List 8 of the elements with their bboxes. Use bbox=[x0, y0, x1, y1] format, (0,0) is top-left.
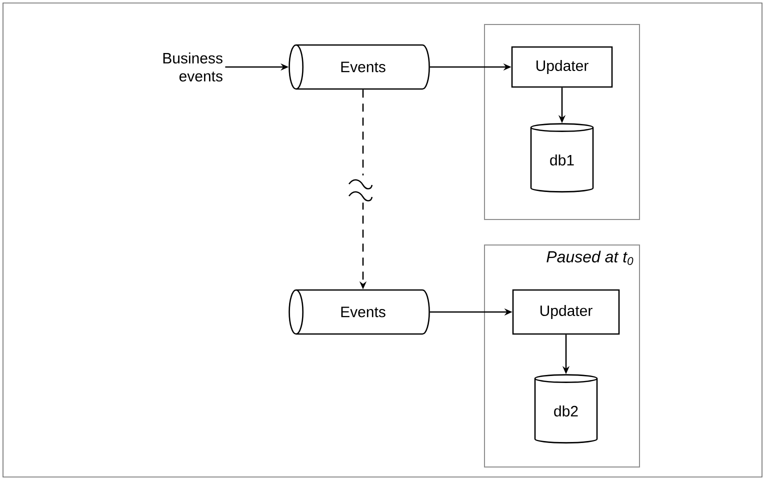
queue-cylinder: Events bbox=[288, 289, 430, 335]
queue-cylinder: Events bbox=[288, 44, 430, 90]
database-cylinder: db1 bbox=[530, 123, 594, 192]
container-box bbox=[484, 24, 640, 220]
process-box: Updater bbox=[512, 289, 620, 335]
process-box: Updater bbox=[511, 46, 613, 88]
source-label: Business events bbox=[163, 52, 222, 82]
database-cylinder: db2 bbox=[534, 374, 598, 444]
